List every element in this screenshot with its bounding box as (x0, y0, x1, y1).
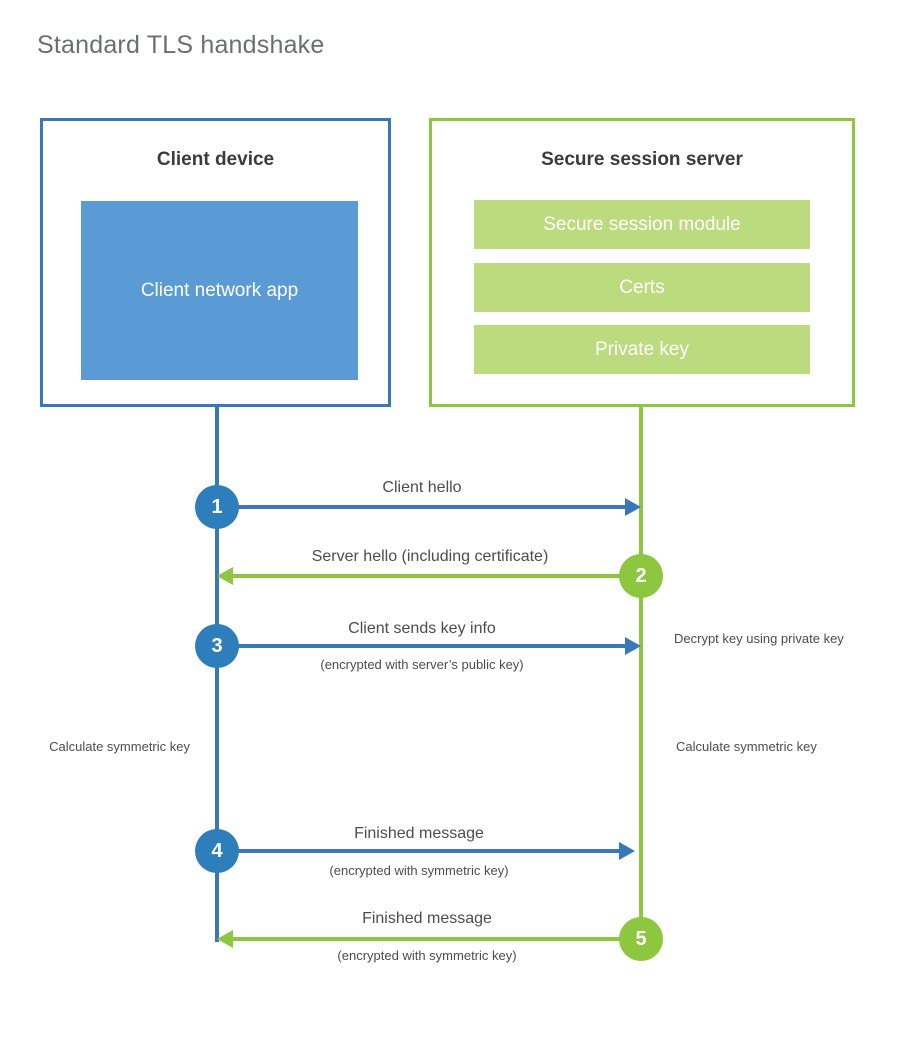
step-4-sublabel: (encrypted with symmetric key) (329, 863, 509, 878)
step-5-arrow-line (225, 937, 641, 941)
step-3-circle: 3 (195, 624, 239, 668)
step-5-arrow-head-icon (217, 930, 233, 948)
step-2-label: Server hello (including certificate) (311, 548, 549, 565)
step-3-arrow-line (217, 644, 627, 648)
step-4-arrow-head-icon (619, 842, 635, 860)
note-server-calculate-symmetric-key: Calculate symmetric key (676, 739, 817, 754)
server-bar-private-key: Private key (474, 325, 810, 374)
step-3-label: Client sends key info (348, 620, 496, 637)
server-bar-certs: Certs (474, 263, 810, 312)
step-1-arrow-line (217, 505, 627, 509)
step-2-circle: 2 (619, 554, 663, 598)
step-4-arrow-line (217, 849, 621, 853)
step-4-circle: 4 (195, 829, 239, 873)
step-5-circle: 5 (619, 917, 663, 961)
step-2-arrow-line (225, 574, 641, 578)
note-server-decrypt-key: Decrypt key using private key (674, 631, 844, 646)
step-1-arrow-head-icon (625, 498, 641, 516)
note-client-calculate-symmetric-key: Calculate symmetric key (49, 739, 190, 754)
step-4-label: Finished message (354, 825, 484, 842)
client-device-box: Client device Client network app (40, 118, 391, 407)
secure-session-server-title: Secure session server (541, 149, 743, 170)
server-lifeline (639, 404, 643, 941)
page-title: Standard TLS handshake (37, 31, 325, 59)
secure-session-server-box: Secure session server Secure session mod… (429, 118, 855, 407)
step-1-circle: 1 (195, 485, 239, 529)
step-3-arrow-head-icon (625, 637, 641, 655)
client-lifeline (215, 404, 219, 942)
step-5-label: Finished message (362, 910, 492, 927)
client-network-app-block: Client network app (81, 201, 358, 380)
step-2-arrow-head-icon (217, 567, 233, 585)
step-3-sublabel: (encrypted with server’s public key) (320, 657, 524, 672)
server-bar-secure-session-module: Secure session module (474, 200, 810, 249)
step-1-label: Client hello (382, 479, 462, 496)
client-device-title: Client device (156, 149, 275, 170)
step-5-sublabel: (encrypted with symmetric key) (337, 948, 517, 963)
